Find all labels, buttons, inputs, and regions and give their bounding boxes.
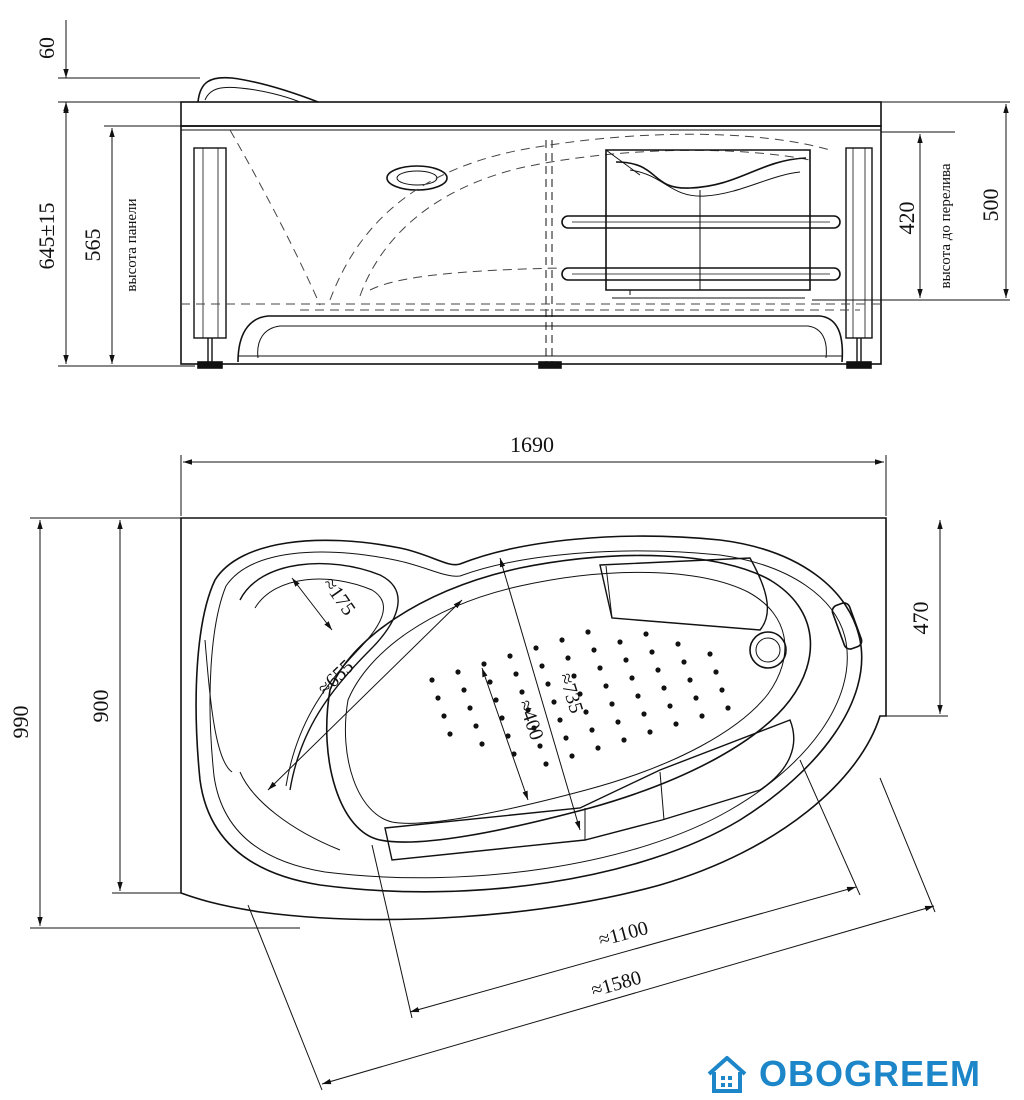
air-jet: [687, 677, 693, 683]
drain-icon: [749, 631, 787, 669]
basin-bottom: [237, 315, 844, 363]
air-jet: [589, 727, 595, 733]
inner-seat: [605, 149, 811, 291]
dim-length: 1690: [510, 432, 554, 457]
air-jet: [585, 629, 591, 635]
air-jet: [559, 637, 565, 643]
air-jet: [603, 683, 609, 689]
dim-overflow-height: 420: [894, 202, 919, 235]
overflow-icon: [831, 602, 863, 650]
air-jet: [591, 647, 597, 653]
side-view: [180, 76, 882, 369]
air-jet: [533, 645, 539, 651]
air-jet: [543, 761, 549, 767]
round-lamp: [386, 165, 448, 191]
side-view-dimensions: [58, 20, 1010, 367]
air-jet: [597, 665, 603, 671]
dim-overall-diag: ≈1580: [589, 967, 644, 1002]
dim-width: 990: [8, 706, 33, 739]
air-jet: [725, 705, 731, 711]
air-jet: [629, 675, 635, 681]
overflow-height-note: высота до перелива: [938, 163, 954, 288]
dim-tub-height: 500: [978, 189, 1003, 222]
dim-inner-length: ≈1100: [596, 917, 650, 951]
air-jet: [455, 669, 461, 675]
air-jet: [713, 669, 719, 675]
air-jet: [481, 661, 487, 667]
air-jet: [507, 653, 513, 659]
dim-inner-width: 900: [88, 690, 113, 723]
air-jet: [551, 699, 557, 705]
dim-diag-735: ≈735: [554, 670, 587, 716]
air-jet: [643, 631, 649, 637]
tub-rim: [180, 101, 882, 127]
air-jet: [649, 649, 655, 655]
air-jet: [675, 641, 681, 647]
air-jet: [539, 663, 545, 669]
air-jet: [647, 729, 653, 735]
air-jet: [441, 713, 447, 719]
air-jet: [513, 671, 519, 677]
air-jet: [641, 711, 647, 717]
air-jet: [447, 731, 453, 737]
rim-inner-contour: [195, 535, 863, 893]
air-jet: [479, 741, 485, 747]
dim-panel-height: 565: [80, 229, 105, 262]
air-jet: [569, 753, 575, 759]
dim-rim-height: 60: [34, 37, 59, 59]
air-jet: [461, 687, 467, 693]
air-jet: [615, 719, 621, 725]
air-jet: [699, 713, 705, 719]
air-jet: [557, 717, 563, 723]
air-jet: [707, 651, 713, 657]
panel-height-note: высота панели: [124, 198, 140, 291]
front-panel: [180, 125, 882, 365]
air-jet: [621, 737, 627, 743]
air-jet: [623, 657, 629, 663]
air-jet: [519, 689, 525, 695]
left-leg: [193, 147, 227, 339]
house-icon: [707, 1056, 747, 1093]
lower-handle: [561, 267, 841, 281]
air-jet: [487, 679, 493, 685]
logo-text: OBOGREEM: [759, 1053, 982, 1094]
air-jet: [563, 735, 569, 741]
dim-headrest: ≈175: [318, 573, 360, 619]
dim-total-height: 645±15: [34, 202, 59, 269]
obogreem-logo: OBOGREEM: [705, 1052, 981, 1096]
air-jet: [537, 743, 543, 749]
backrest-top: [599, 557, 768, 631]
dim-short-side: 470: [908, 602, 933, 635]
air-jet: [595, 745, 601, 751]
air-jet: [429, 677, 435, 683]
right-leg: [845, 147, 873, 339]
air-jet: [565, 655, 571, 661]
air-jet: [473, 723, 479, 729]
air-jet: [467, 705, 473, 711]
headrest-outline: [197, 76, 319, 103]
air-jet: [545, 681, 551, 687]
air-jet: [693, 695, 699, 701]
air-jet: [655, 667, 661, 673]
air-jet: [661, 685, 667, 691]
air-jet: [583, 709, 589, 715]
top-view-dimensions: [30, 455, 948, 1091]
air-jet: [635, 693, 641, 699]
upper-handle: [561, 215, 841, 229]
backrest-bottom: [384, 719, 795, 861]
air-jet: [609, 701, 615, 707]
air-jet: [667, 703, 673, 709]
air-jet: [617, 639, 623, 645]
air-jet: [719, 687, 725, 693]
air-jet: [681, 659, 687, 665]
air-jet: [673, 721, 679, 727]
air-jet: [435, 695, 441, 701]
